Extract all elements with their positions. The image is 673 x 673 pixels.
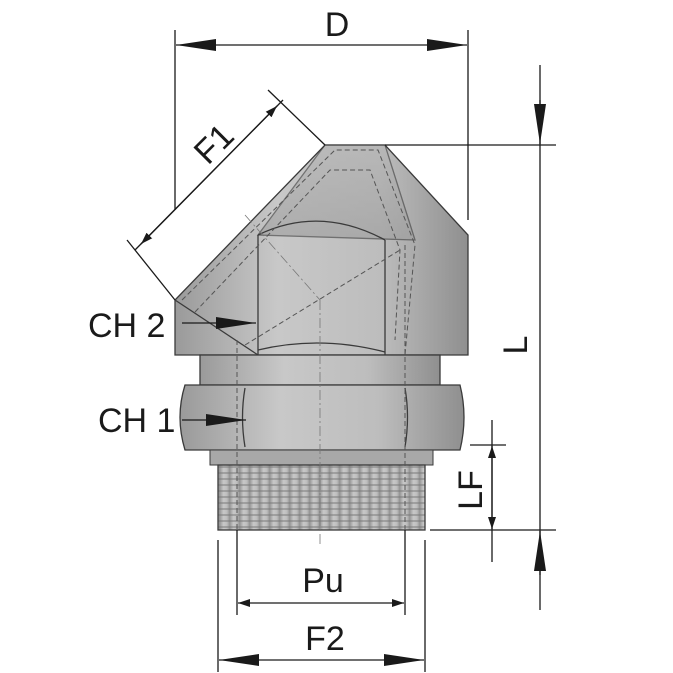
label-f1: F1 <box>187 117 242 172</box>
callout-ch1: CH 1 <box>98 402 246 440</box>
callout-ch2: CH 2 <box>88 307 256 345</box>
dimension-d: D <box>174 6 469 220</box>
label-lf: LF <box>452 470 490 510</box>
label-d: D <box>325 6 350 44</box>
center-lines <box>244 214 321 545</box>
label-f2: F2 <box>305 620 345 658</box>
label-ch1: CH 1 <box>98 402 175 440</box>
dimension-pu: Pu <box>236 530 406 615</box>
dimension-lf: LF <box>452 420 506 562</box>
hidden-lines <box>181 149 416 530</box>
dimension-f2: F2 <box>217 540 426 672</box>
thread <box>209 449 434 531</box>
hex-nut-ch1 <box>179 384 465 451</box>
dimension-l: L <box>385 65 556 610</box>
label-pu: Pu <box>302 562 344 600</box>
label-l: L <box>497 336 535 355</box>
label-ch2: CH 2 <box>88 307 165 345</box>
